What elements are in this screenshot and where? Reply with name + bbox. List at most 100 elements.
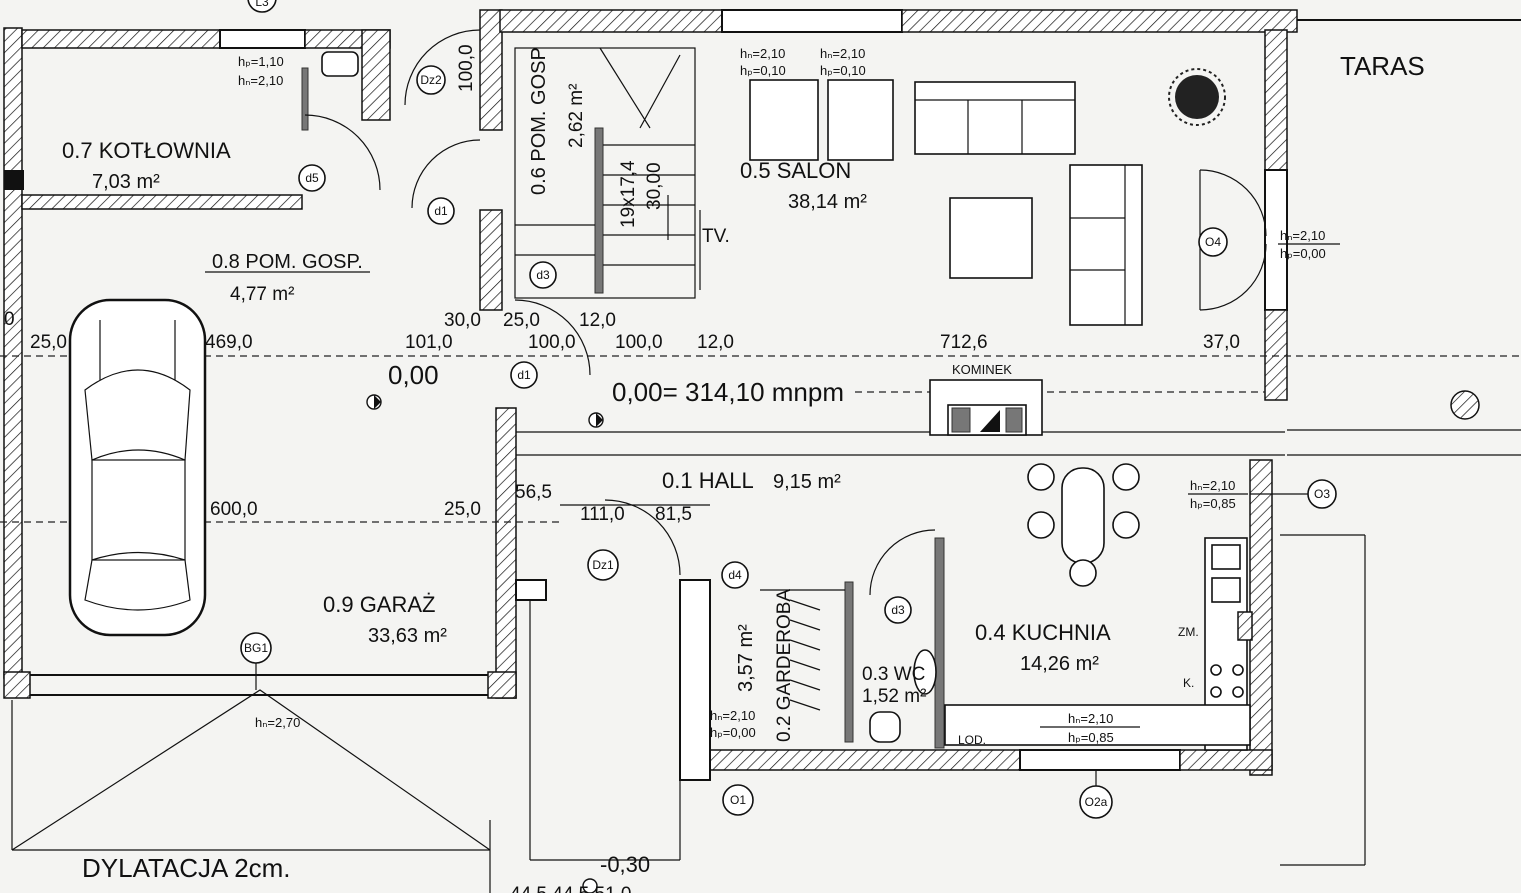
dimension-text: 12,0 [697, 332, 734, 353]
sink [1211, 544, 1241, 570]
wardrobe-west-wall [679, 579, 711, 781]
height-text: hₚ=0,10 [820, 63, 866, 78]
room-name-garaz: 0.9 GARAŻ [323, 592, 435, 617]
dining-table [1061, 467, 1105, 564]
furniture [321, 51, 1253, 751]
room-labels: 0.7 KOTŁOWNIA 7,03 m² 0.8 POM. GOSP. 4,7… [62, 47, 1425, 883]
room-area-wc: 1,52 m² [862, 686, 926, 707]
svg-text:BG1: BG1 [244, 641, 268, 655]
car-icon [68, 298, 207, 637]
svg-text:O1: O1 [730, 793, 746, 807]
burner [1232, 664, 1244, 676]
door-swing [514, 299, 591, 376]
zm-label: ZM. [1178, 625, 1199, 639]
tag-dz2: Dz2 [416, 65, 446, 95]
height-text: hₙ=2,10 [710, 708, 755, 723]
hanger [789, 679, 821, 691]
svg-text:d1: d1 [517, 368, 531, 382]
door-swing [304, 114, 381, 191]
garage-ramp [11, 689, 491, 851]
hanger [789, 599, 821, 611]
armchair [749, 79, 819, 161]
dimension-text: 100,0 [456, 44, 477, 92]
room-name-kuchnia: 0.4 KUCHNIA [975, 620, 1111, 645]
coffee-table [949, 197, 1033, 279]
chair [1027, 463, 1055, 491]
tag-d1b: d1 [510, 361, 538, 389]
tag-o4: O4 [1198, 227, 1228, 257]
ramp-line [11, 689, 491, 851]
height-text: hₚ=0,85 [1190, 496, 1236, 511]
hanger [789, 639, 821, 651]
height-text: hₙ=2,10 [1280, 228, 1325, 243]
svg-text:Dz1: Dz1 [592, 558, 614, 572]
dimension-text: 101,0 [405, 332, 453, 353]
hall-west-wall [495, 407, 517, 699]
room-name-salon: 0.5 SALON [740, 158, 851, 183]
svg-text:O3: O3 [1314, 487, 1330, 501]
door-swing [404, 29, 481, 106]
garage-pillar-left [3, 671, 31, 699]
dimension-text: 25,0 [444, 499, 481, 520]
height-text: hₙ=2,10 [238, 73, 283, 88]
dimension-text: 100,0 [528, 332, 576, 353]
height-text: hₚ=0,10 [740, 63, 786, 78]
tag-d1a: d1 [427, 197, 455, 225]
wc-partition [844, 581, 854, 743]
height-text: hₙ=2,10 [1068, 711, 1113, 726]
car-body [68, 298, 207, 637]
burner [1232, 686, 1244, 698]
level-mnpm: 0,00= 314,10 mnpm [612, 377, 844, 407]
dimension-labels: 25,0 469,0 101,0 30,0 25,0 12,0 100,0 10… [4, 44, 1240, 893]
kominek-label: KOMINEK [952, 362, 1012, 377]
hanger [789, 619, 821, 631]
salon-window-wall [721, 9, 903, 33]
stairs-length: 30,00 [644, 162, 665, 210]
dimension-text: 12,0 [579, 310, 616, 331]
kitchen-window-wall [1019, 749, 1181, 771]
tag-o2a: O2a [1079, 785, 1113, 819]
svg-text:d3: d3 [891, 603, 905, 617]
height-text: hₚ=0,85 [1068, 730, 1114, 745]
sofa-right [1069, 164, 1143, 326]
fireplace-flame [980, 410, 1000, 432]
garage-pillar-right [487, 671, 517, 699]
kotlownia-partition [301, 67, 309, 131]
kotlownia-window-wall [219, 29, 306, 49]
k-label: K. [1183, 676, 1194, 690]
room-name-garderoba: 0.2 GARDEROBA [774, 589, 795, 742]
kitchen-counter-bottom [944, 704, 1251, 746]
height-text: hₙ=2,70 [255, 715, 300, 730]
tag-dz1: Dz1 [587, 549, 619, 581]
south-wall-2 [1179, 749, 1273, 771]
tags: L3 Dz2 d5 d1 d3 d1 O4 O3 BG1 Dz1 d4 d3 O… [240, 0, 1337, 819]
door-swing [1199, 169, 1267, 237]
dimension-text: 712,6 [940, 332, 988, 353]
vent-icon [4, 170, 24, 190]
stair-outline [514, 47, 696, 299]
dimension-text: 25,0 [503, 310, 540, 331]
level-000: 0,00 [388, 360, 439, 390]
stair-west-wall [479, 9, 503, 131]
salon-east-wall-2 [1264, 309, 1288, 401]
svg-text:d4: d4 [728, 568, 742, 582]
room-area-hall: 9,15 m² [773, 471, 841, 493]
room-name-pom-gosp-06: 0.6 POM. GOSP [528, 47, 550, 195]
dimension-text: 0 [4, 309, 15, 330]
svg-text:L3: L3 [255, 0, 269, 9]
salon-north-wall-2 [901, 9, 1298, 33]
dimension-text: 600,0 [210, 499, 258, 520]
taras-label: TARAS [1340, 51, 1425, 81]
tag-bg1: BG1 [240, 632, 272, 664]
salon-east-wall [1264, 29, 1288, 171]
dimension-text: 100,0 [615, 332, 663, 353]
room-name-pom-gosp-08: 0.8 POM. GOSP. [212, 251, 363, 273]
door-swing [604, 499, 681, 576]
kotlownia-north-wall [21, 29, 221, 49]
level-minus: -0,30 [600, 852, 650, 877]
tag-d3a: d3 [529, 261, 557, 289]
kotlownia-sink [321, 51, 359, 77]
tag-d5: d5 [298, 164, 326, 192]
dimension-text: 111,0 [580, 504, 625, 525]
burner [1210, 664, 1222, 676]
